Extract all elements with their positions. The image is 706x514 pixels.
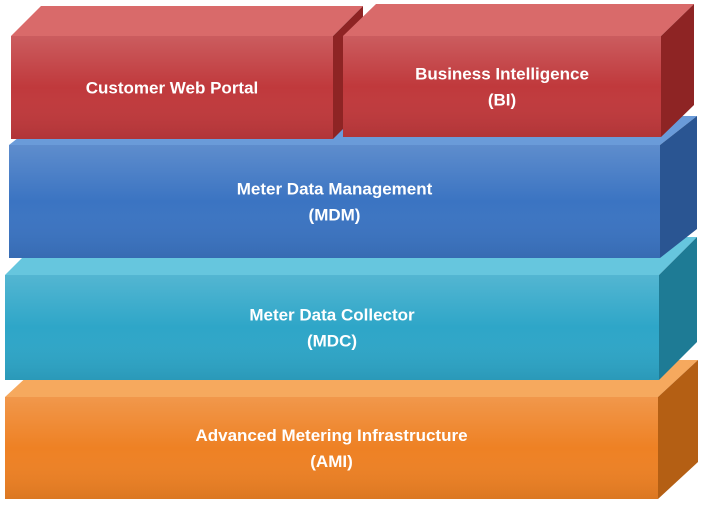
layer-ami: Advanced Metering Infrastructure (AMI) [5, 360, 698, 499]
layer-mdc-label-line-1: Meter Data Collector [249, 306, 415, 325]
layer-mdc-label-line-2: (MDC) [307, 332, 357, 351]
layer-mdc-side-face [659, 237, 697, 380]
layer-web-portal-label-line-1: Customer Web Portal [86, 79, 259, 98]
layer-mdc: Meter Data Collector (MDC) [5, 237, 697, 380]
layer-web-portal-top-face [11, 6, 363, 36]
layer-mdm-label-line-2: (MDM) [309, 206, 361, 225]
layer-ami-shading [5, 397, 658, 499]
layer-ami-side-face [658, 360, 698, 499]
layer-bi-top-face [343, 4, 694, 36]
layer-web-portal-shading [11, 36, 333, 139]
layer-web-portal: Customer Web Portal [11, 6, 363, 139]
layer-ami-label-line-2: (AMI) [310, 452, 352, 471]
layer-bi-shading [343, 36, 661, 137]
layer-ami-label-line-1: Advanced Metering Infrastructure [195, 426, 467, 445]
layer-mdm-label-line-1: Meter Data Management [237, 180, 433, 199]
layer-bi: Business Intelligence (BI) [343, 4, 694, 137]
layer-bi-label-line-1: Business Intelligence [415, 65, 589, 84]
layer-bi-side-face [661, 4, 694, 137]
layer-mdm-side-face [660, 116, 697, 258]
layer-mdm-shading [9, 145, 660, 258]
layer-mdc-shading [5, 275, 659, 380]
layer-bi-label-line-2: (BI) [488, 91, 516, 110]
